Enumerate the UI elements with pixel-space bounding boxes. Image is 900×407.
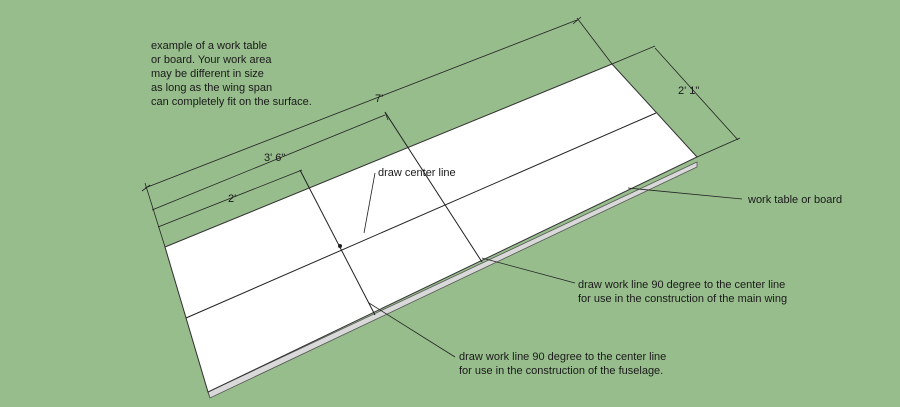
width-dimension — [611, 45, 741, 158]
center-point — [338, 244, 342, 248]
wing-work-line — [384, 111, 483, 263]
wing-line-callout-line: for use in the construction of the main … — [578, 293, 788, 305]
wing-line-callout: draw work line 90 degree to the center l… — [578, 278, 787, 306]
fuselage-line-leader — [368, 302, 456, 358]
wing-offset-dimension — [151, 111, 389, 211]
fuselage-line-callout: draw work line 90 degree to the center l… — [459, 350, 666, 378]
center-line — [185, 112, 657, 319]
fuselage-line-callout-line: draw work line 90 degree to the center l… — [459, 351, 667, 363]
intro-note-line: or board. Your work area — [151, 54, 272, 66]
intro-note-line: example of a work table — [151, 40, 268, 52]
wing-line-leader — [481, 257, 576, 284]
fuselage-work-line — [299, 169, 376, 316]
center-line-callout: draw center line — [378, 167, 456, 179]
leader-lines — [363, 172, 743, 358]
center-line-leader — [363, 172, 376, 234]
intro-note-line: can completely fit on the surface. — [151, 96, 312, 108]
length-label: 7' — [375, 93, 384, 105]
board-leader — [627, 187, 743, 200]
intro-note: example of a work table or board. Your w… — [151, 39, 312, 109]
wing-offset-label: 3' 6" — [264, 152, 286, 164]
fuselage-offset-label: 2' — [228, 193, 237, 205]
fuselage-offset-dimension — [157, 169, 303, 228]
intro-note-line: may be different in size — [151, 68, 264, 80]
fuselage-line-callout-line: for use in the construction of the fusel… — [459, 365, 664, 377]
intro-note-line: as long as the wing span — [151, 82, 273, 94]
length-dimension — [141, 16, 613, 248]
board-top-surface — [164, 63, 698, 393]
wing-line-callout-line: draw work line 90 degree to the center l… — [578, 279, 786, 291]
width-label: 2' 1" — [678, 85, 700, 97]
board-callout: work table or board — [748, 194, 843, 206]
